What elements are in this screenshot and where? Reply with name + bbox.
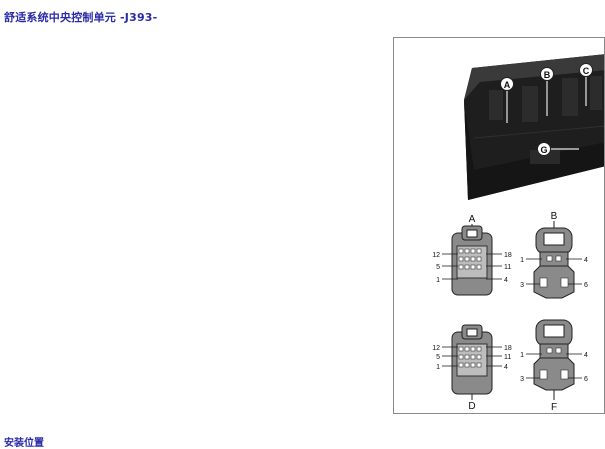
- svg-text:3: 3: [520, 376, 524, 383]
- svg-text:4: 4: [584, 257, 588, 264]
- connector-a: A 12 5 1 18 11 4: [432, 214, 512, 296]
- control-unit-image: [464, 54, 604, 200]
- svg-text:B: B: [551, 211, 558, 222]
- svg-text:C: C: [583, 66, 590, 76]
- svg-text:A: A: [504, 80, 511, 90]
- connector-f: 1 4 3 6 F: [520, 319, 588, 413]
- svg-text:A: A: [469, 214, 476, 225]
- callout-c: C: [579, 63, 593, 106]
- svg-text:1: 1: [520, 257, 524, 264]
- svg-text:11: 11: [504, 264, 511, 271]
- svg-text:11: 11: [504, 354, 511, 361]
- svg-text:6: 6: [584, 282, 588, 289]
- callout-g: G: [537, 142, 579, 156]
- page-title: 舒适系统中央控制单元 -J393-: [4, 11, 158, 24]
- section-heading: 安装位置: [4, 438, 44, 449]
- svg-text:4: 4: [584, 352, 588, 359]
- svg-text:4: 4: [504, 364, 508, 371]
- svg-text:6: 6: [584, 376, 588, 383]
- svg-text:18: 18: [504, 345, 512, 352]
- callout-a: A: [500, 77, 514, 123]
- svg-text:B: B: [544, 70, 551, 80]
- svg-text:3: 3: [520, 282, 524, 289]
- callout-b: B: [540, 67, 554, 116]
- svg-text:1: 1: [436, 277, 440, 284]
- component-figure: A B C G A: [393, 37, 605, 414]
- svg-text:G: G: [540, 145, 547, 155]
- svg-text:1: 1: [436, 364, 440, 371]
- svg-text:12: 12: [432, 345, 440, 352]
- svg-text:5: 5: [436, 264, 440, 271]
- svg-text:1: 1: [520, 352, 524, 359]
- connector-d: 12 5 1 18 11 4 D: [432, 324, 512, 412]
- svg-text:F: F: [551, 402, 557, 413]
- svg-text:12: 12: [432, 252, 440, 259]
- svg-text:5: 5: [436, 354, 440, 361]
- figure-illustration: A B C G A: [432, 54, 604, 413]
- connector-b: B 1 4 3 6: [520, 211, 588, 299]
- svg-text:18: 18: [504, 252, 512, 259]
- svg-text:D: D: [468, 401, 475, 412]
- svg-text:4: 4: [504, 277, 508, 284]
